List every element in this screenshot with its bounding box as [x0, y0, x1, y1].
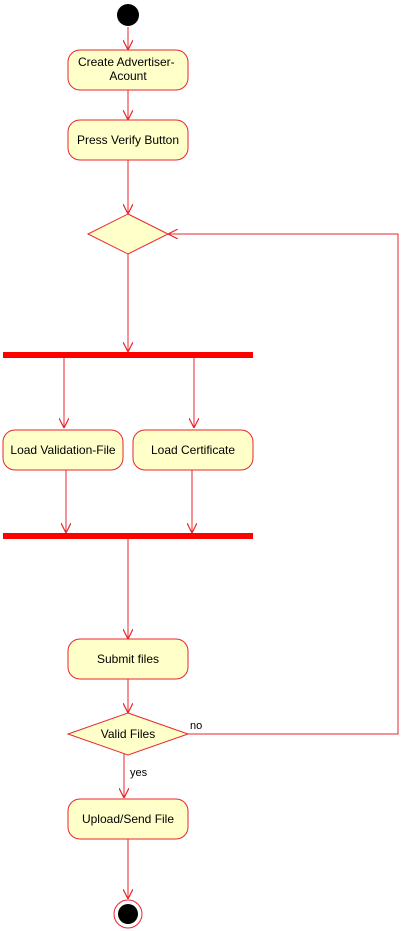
svg-text:Create Advertiser- Acoun: Create Advertiser- Acount [78, 55, 178, 83]
press-verify-label: Press Verify Button [77, 133, 179, 147]
edge-valid-no-loop [168, 234, 399, 735]
load-validation-label: Load Validation-File [10, 443, 116, 457]
action-upload-send-file: Upload/Send File [67, 798, 189, 840]
action-submit-files: Submit files [67, 638, 189, 680]
edge-label-no: no [190, 720, 202, 732]
edge-label-yes: yes [130, 767, 148, 779]
action-press-verify: Press Verify Button [67, 119, 189, 161]
submit-files-label: Submit files [97, 652, 159, 666]
join-bar [3, 533, 253, 539]
upload-send-label: Upload/Send File [82, 812, 174, 826]
valid-files-label: Valid Files [101, 727, 155, 741]
create-account-line-1: Create Advertiser- [78, 55, 175, 69]
load-certificate-label: Load Certificate [151, 443, 235, 457]
action-create-account: Create Advertiser- Acount [67, 49, 189, 91]
decision-valid-files: Valid Files [66, 712, 190, 756]
action-load-certificate: Load Certificate [132, 429, 254, 471]
end-node [113, 899, 143, 929]
action-load-validation-file: Load Validation-File [2, 429, 124, 471]
start-node [117, 4, 139, 26]
decision-merge-node [86, 213, 170, 255]
fork-bar [3, 352, 253, 358]
create-account-line-2: Acount [109, 69, 147, 83]
edges [64, 27, 399, 899]
